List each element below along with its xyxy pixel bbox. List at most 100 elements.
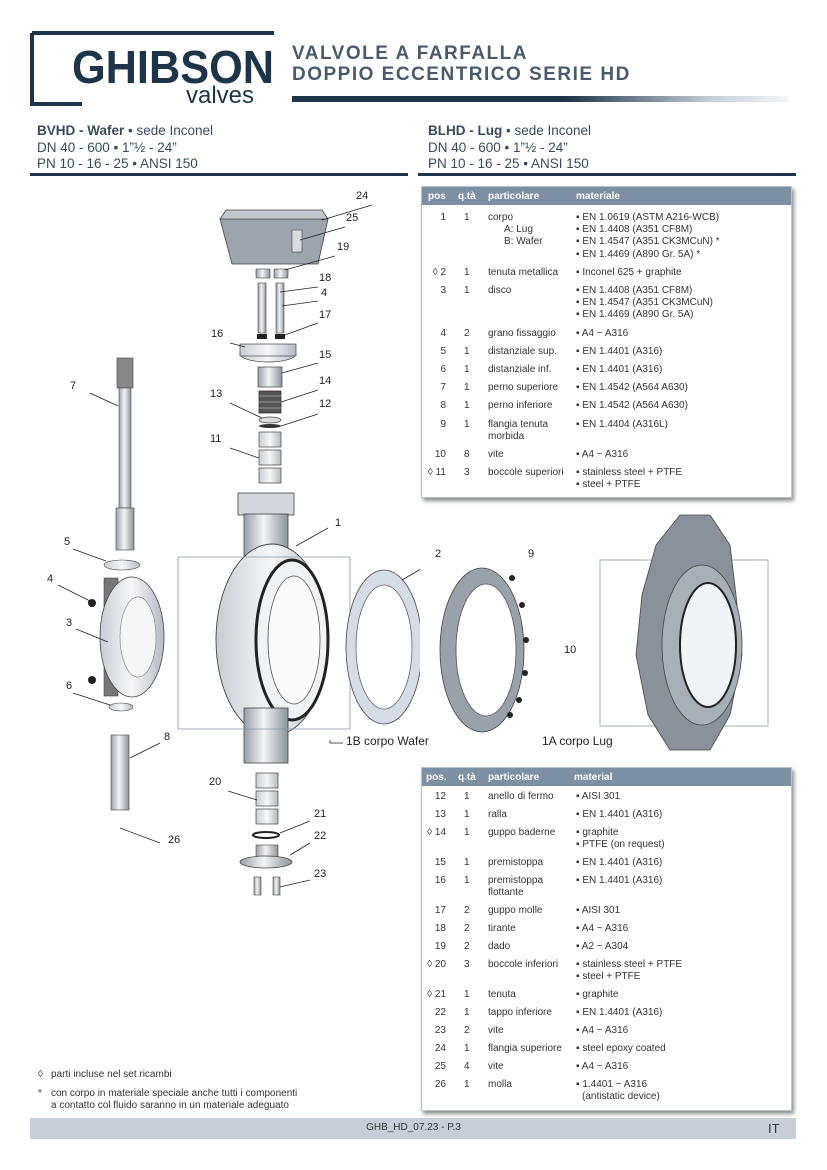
bushing-upper-2 xyxy=(258,449,282,466)
cell-part: premistoppa xyxy=(488,875,544,886)
cell-pos: 17 xyxy=(434,905,446,916)
cell-material: ▪ EN 1.0619 (ASTM A216-WCB) xyxy=(576,212,720,223)
spring-right xyxy=(275,334,285,339)
note-special-line1: con corpo in materiale speciale anche tu… xyxy=(51,1088,298,1099)
callout-4a: 4 xyxy=(321,287,328,299)
cell-material: ▪ graphite xyxy=(576,827,619,838)
cell-part: morbida xyxy=(488,430,525,442)
cell-material: ▪ AISI 301 xyxy=(576,905,621,916)
t1-h-mat: materiale xyxy=(576,191,620,202)
cell-qty: 1 xyxy=(464,266,470,278)
cell-material: ▪ 1.4401 ~ A316 xyxy=(576,1079,648,1090)
retaining-ring xyxy=(259,424,281,428)
callout-12: 12 xyxy=(319,398,332,410)
cell-qty: 1 xyxy=(464,418,470,430)
cell-material: ▪ EN 1.4547 (A351 CK3MCuN) * xyxy=(576,236,720,248)
callout-9: 9 xyxy=(528,548,535,560)
callout-22: 22 xyxy=(314,830,327,842)
gasket-lower xyxy=(252,831,280,839)
page-title: VALVOLE A FARFALLA DOPPIO ECCENTRICO SER… xyxy=(292,43,631,85)
valve-body xyxy=(177,492,351,764)
cell-part: boccole inferiori xyxy=(488,959,559,970)
cell-qty: 1 xyxy=(464,1043,470,1054)
upper-stem xyxy=(115,357,135,551)
callout-15: 15 xyxy=(319,349,332,361)
brand-name: GHIBSON xyxy=(72,41,274,93)
right-size: DN 40 - 600 • 1”½ - 24” xyxy=(428,139,568,155)
cell-pos: 15 xyxy=(434,857,446,868)
cell-part: vite xyxy=(488,1025,504,1036)
bottom-plug xyxy=(239,844,293,869)
title-line1: VALVOLE A FARFALLA xyxy=(292,43,528,64)
callout-8: 8 xyxy=(164,731,171,743)
cell-part: premistoppa xyxy=(488,857,544,868)
cell-qty: 1 xyxy=(464,989,470,1000)
cell-material: ▪ steel epoxy coated xyxy=(576,1043,666,1054)
callout-4b: 4 xyxy=(47,573,54,585)
cell-part: tenuta xyxy=(488,989,516,1000)
nut-left xyxy=(255,268,271,279)
cell-qty: 1 xyxy=(464,400,470,412)
cell-part: distanziale inf. xyxy=(488,364,552,375)
title-rule xyxy=(292,96,788,102)
set-screw-lower xyxy=(88,676,96,684)
tie-rod-left xyxy=(257,282,267,334)
callout-19: 19 xyxy=(337,241,350,253)
cell-material: ▪ graphite xyxy=(576,989,619,1000)
cell-qty: 1 xyxy=(464,875,470,886)
cell-part: perno inferiore xyxy=(488,400,553,412)
callout-6: 6 xyxy=(66,680,73,692)
cell-pos: ◊ 11 xyxy=(427,467,446,479)
callout-2: 2 xyxy=(435,548,442,560)
note-spare: ◊ parti incluse nel set ricambi xyxy=(38,1069,172,1081)
cell-part: disco xyxy=(488,285,512,296)
cell-pos: 1 xyxy=(440,212,446,223)
cell-pos: 25 xyxy=(434,1061,446,1072)
label-lug: 1A corpo Lug xyxy=(542,734,613,748)
cell-material: ▪ steel + PTFE xyxy=(576,971,641,982)
label-wafer: 1B corpo Wafer xyxy=(346,734,429,748)
cell-material: ▪ stainless steel + PTFE xyxy=(576,959,683,970)
cell-pos: 10 xyxy=(434,449,446,460)
t1-h-qty: q.tà xyxy=(458,191,476,202)
cell-qty: 2 xyxy=(464,327,470,339)
disc xyxy=(99,576,165,698)
right-pressure: PN 10 - 16 - 25 • ANSI 150 xyxy=(428,156,589,171)
left-rule xyxy=(30,173,408,176)
t2-h-part: particolare xyxy=(488,772,540,783)
cell-pos: 6 xyxy=(440,364,446,375)
callout-7: 7 xyxy=(70,380,77,392)
callout-23: 23 xyxy=(314,868,327,880)
cell-part: guppo baderne xyxy=(488,827,556,838)
cell-part: tenuta metallica xyxy=(488,266,559,278)
cell-qty: 1 xyxy=(464,857,470,868)
cell-pos: 9 xyxy=(440,418,446,430)
cell-pos: 19 xyxy=(434,941,446,952)
cell-pos: 26 xyxy=(434,1079,446,1090)
cell-material: ▪ PTFE (on request) xyxy=(576,839,665,850)
footer-code: GHB_HD_07.23 - P.3 xyxy=(366,1122,461,1133)
cell-pos: ◊ 14 xyxy=(427,827,446,838)
cell-material: ▪ AISI 301 xyxy=(576,791,621,802)
cell-pos: 23 xyxy=(434,1025,446,1036)
cell-pos: 12 xyxy=(434,791,446,802)
cell-part: molla xyxy=(488,1079,512,1090)
cell-material: ▪ steel + PTFE xyxy=(576,479,641,491)
cell-material: ▪ A2 ~ A304 xyxy=(576,941,629,952)
cell-material: ▪ A4 ~ A316 xyxy=(576,449,629,460)
right-model: BLHD - Lug xyxy=(428,123,503,138)
callout-10: 10 xyxy=(564,644,577,656)
cell-material: ▪ EN 1.4401 (A316) xyxy=(576,364,663,375)
cell-qty: 1 xyxy=(464,285,470,296)
callout-24: 24 xyxy=(356,190,369,202)
left-subheader: BVHD - Wafer • sede Inconel DN 40 - 600 … xyxy=(37,123,213,173)
cell-material: ▪ EN 1.4404 (A316L) xyxy=(576,418,668,430)
cell-qty: 3 xyxy=(464,959,470,970)
cell-pos: 16 xyxy=(434,875,446,886)
cell-qty: 3 xyxy=(464,467,470,479)
right-subheader: BLHD - Lug • sede Inconel DN 40 - 600 • … xyxy=(428,123,591,173)
cell-part: ralla xyxy=(488,809,507,820)
cell-part: grano fissaggio xyxy=(488,327,556,339)
